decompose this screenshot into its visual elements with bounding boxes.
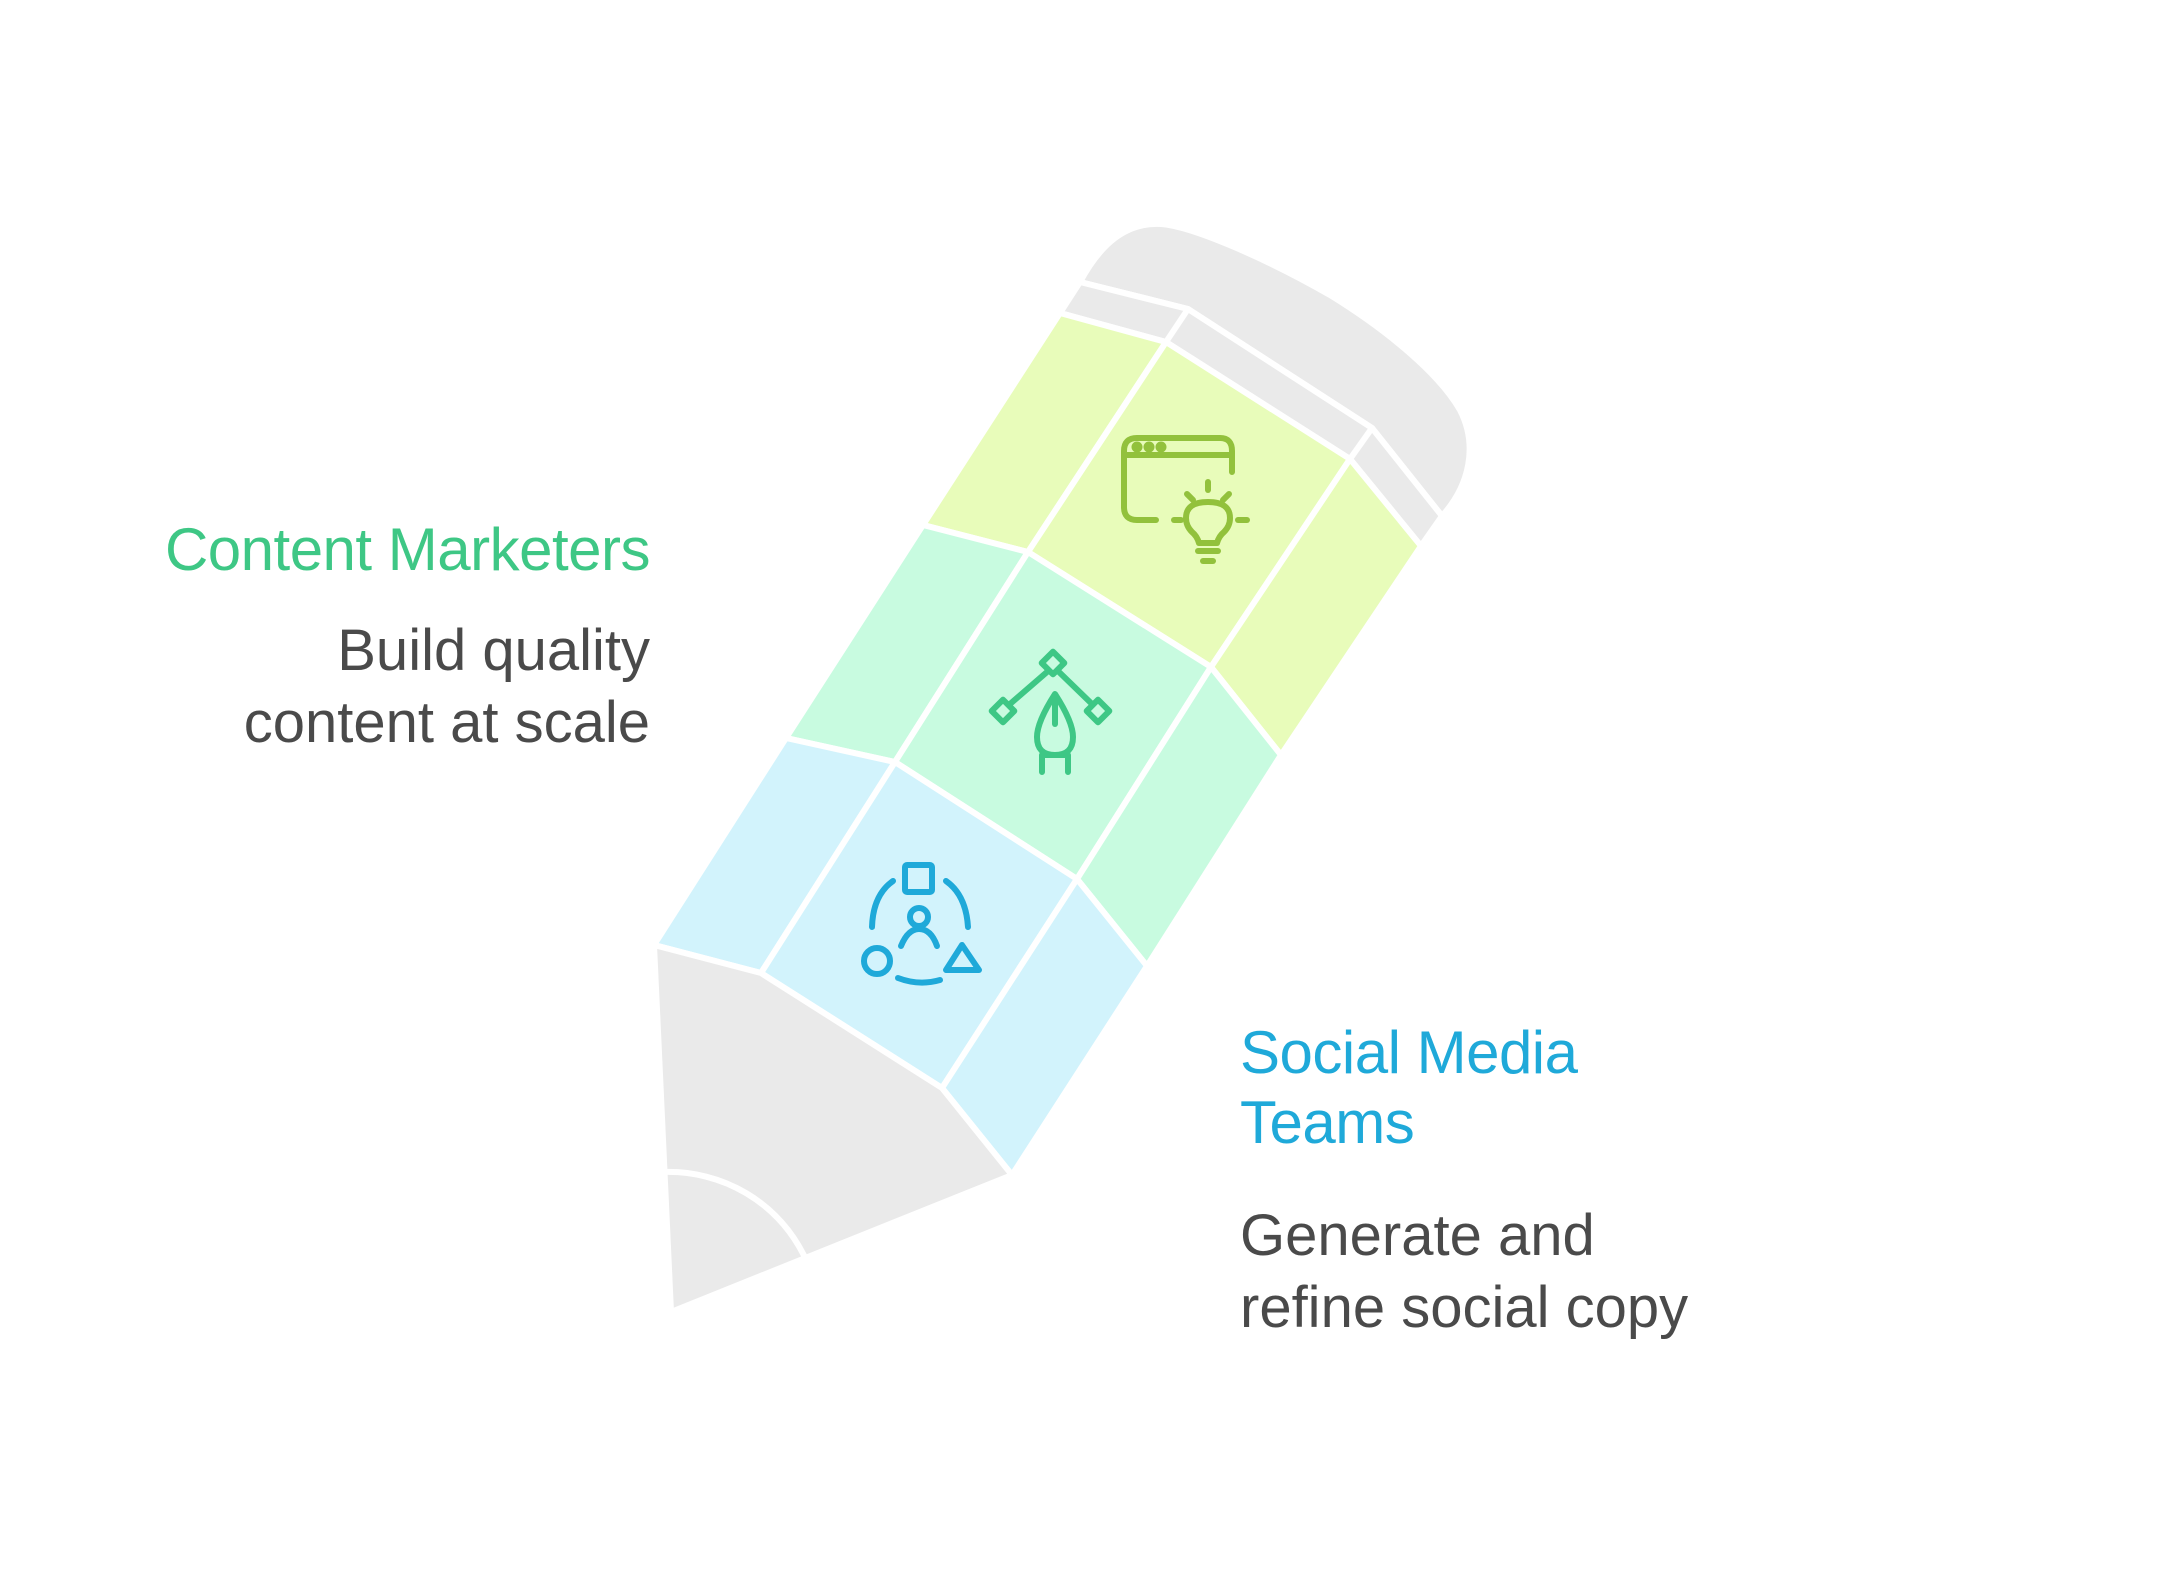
description-line: Build quality	[337, 618, 650, 683]
pencil-eraser	[1077, 220, 1473, 519]
content-marketers-title: Content Marketers	[164, 516, 651, 583]
description-line: content at scale	[243, 690, 650, 755]
browser-lightbulb-icon	[1121, 435, 1250, 564]
description-line: refine social copy	[1240, 1275, 1689, 1340]
title-line: Teams	[1240, 1089, 1415, 1156]
social-media-teams-description: Generate and refine social copy	[1240, 1200, 1860, 1344]
ferrule-divider-left	[1163, 307, 1191, 344]
pencil-lead-arc	[662, 1168, 811, 1266]
social-media-teams-label: Social Media Teams Generate and refine s…	[1240, 1018, 1860, 1344]
pencil	[651, 220, 1473, 1315]
content-marketers-label: Content Marketers Build quality content …	[60, 515, 651, 759]
title-line: Social Media	[1240, 1019, 1578, 1086]
description-line: Generate and	[1240, 1203, 1595, 1268]
team-shapes-icon	[861, 862, 982, 986]
social-media-teams-title: Social Media Teams	[1240, 1018, 1860, 1158]
content-marketers-description: Build quality content at scale	[60, 615, 650, 759]
pencil-tip	[651, 942, 1015, 1315]
ferrule-divider-right	[1347, 426, 1375, 461]
pen-tool-vector-icon	[988, 648, 1113, 775]
